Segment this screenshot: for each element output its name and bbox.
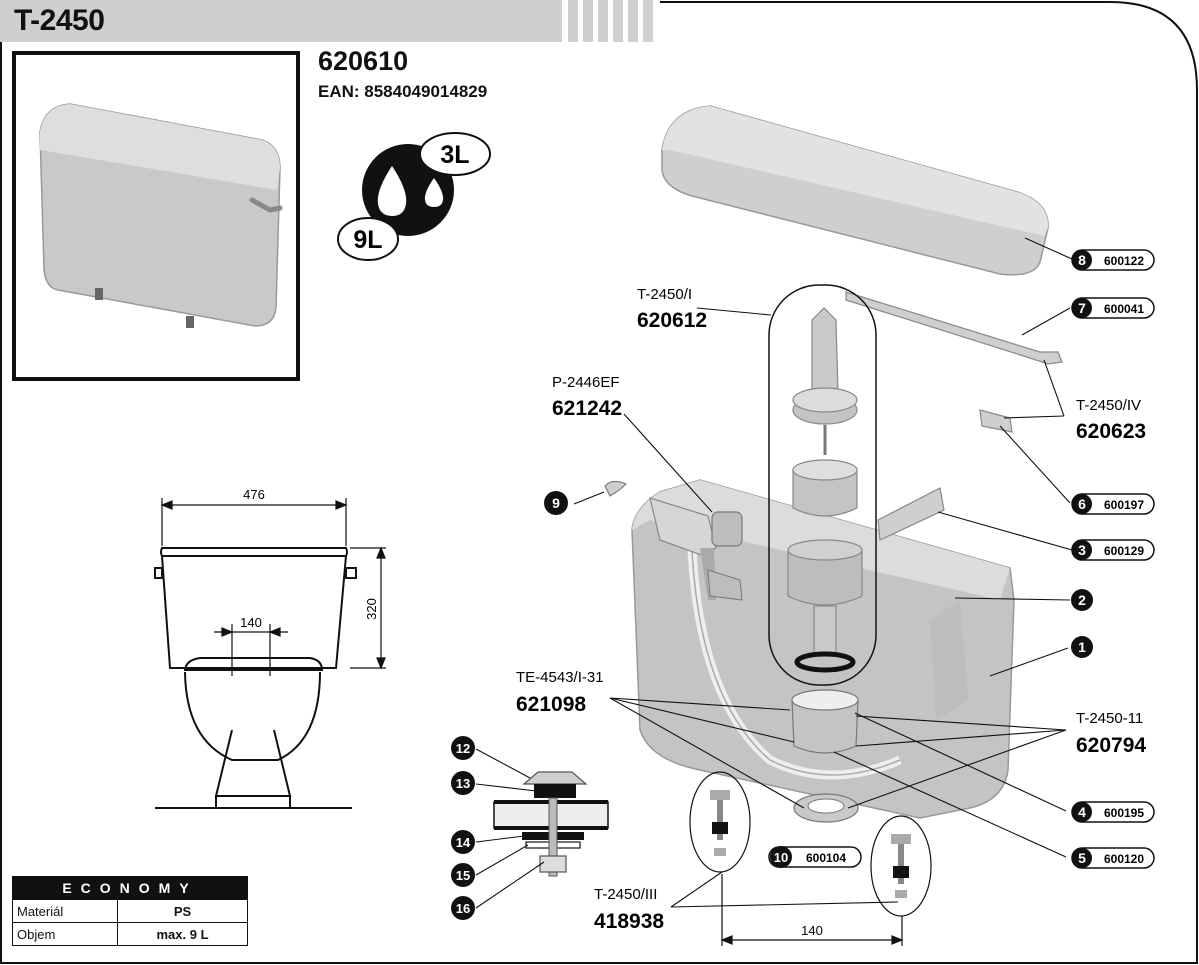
svg-text:600104: 600104: [806, 851, 846, 865]
svg-text:14: 14: [456, 835, 471, 850]
svg-text:600041: 600041: [1104, 302, 1144, 316]
dim-width: 476: [243, 487, 265, 502]
callout-4: 4 600195: [1071, 801, 1155, 823]
spec-value: PS: [117, 899, 248, 923]
svg-text:10: 10: [774, 850, 788, 865]
bolts-group-code: 418938: [594, 910, 664, 933]
callout-13: 13: [451, 771, 475, 795]
dual-flush-icon: 3L 9L: [337, 132, 491, 261]
dim-bottom: [720, 874, 904, 946]
svg-text:15: 15: [456, 868, 470, 883]
spec-label: Objem: [12, 922, 118, 946]
svg-text:2: 2: [1078, 592, 1086, 608]
svg-text:4: 4: [1078, 804, 1086, 820]
svg-text:7: 7: [1078, 300, 1086, 316]
svg-text:12: 12: [456, 741, 470, 756]
callout-15: 15: [451, 863, 475, 887]
callout-5: 5 600120: [1071, 847, 1155, 869]
product-ean: EAN: 8584049014829: [318, 82, 488, 101]
svg-text:13: 13: [456, 776, 470, 791]
callout-14: 14: [451, 830, 475, 854]
tank-lid: [661, 105, 1049, 276]
callout-10: 10 600104: [768, 846, 862, 868]
callout-16: 16: [451, 896, 475, 920]
outlet-nut: [793, 793, 859, 823]
spec-header: ECONOMY: [12, 876, 248, 900]
flush-lever: [845, 291, 1063, 365]
svg-text:9: 9: [552, 495, 560, 511]
inlet-valve: [649, 497, 743, 601]
dim-spacing-top: 140: [240, 615, 262, 630]
outlet-seat: [791, 689, 859, 754]
page-title: T-2450: [14, 4, 105, 37]
callout-6: 6 600197: [1071, 493, 1155, 515]
outlet-group-label: TE-4543/I-31: [516, 669, 604, 686]
seat-group-code: 620794: [1076, 734, 1146, 757]
svg-text:16: 16: [456, 901, 470, 916]
svg-text:6: 6: [1078, 496, 1086, 512]
svg-text:600122: 600122: [1104, 254, 1144, 268]
svg-text:3: 3: [1078, 542, 1086, 558]
lever-group-code: 620623: [1076, 420, 1146, 443]
spec-row: Objem max. 9 L: [12, 922, 248, 946]
bolt-set-left: [689, 771, 751, 873]
bolts-group-label: T-2450/III: [594, 886, 657, 903]
bolt-set-right: [870, 815, 932, 917]
callout-8: 8 600122: [1071, 249, 1155, 271]
lever-group-label: T-2450/IV: [1076, 397, 1141, 414]
title-bar: T-2450: [0, 0, 660, 42]
spec-value: max. 9 L: [117, 922, 248, 946]
ring-part: [604, 480, 628, 497]
svg-text:600120: 600120: [1104, 852, 1144, 866]
spec-row: Materiál PS: [12, 899, 248, 923]
svg-text:1: 1: [1078, 639, 1086, 655]
valve-group-code: 620612: [637, 309, 707, 332]
svg-text:5: 5: [1078, 850, 1086, 866]
svg-text:600197: 600197: [1104, 498, 1144, 512]
lever-clip: [979, 409, 1013, 433]
callout-3: 3 600129: [1071, 539, 1155, 561]
flush-valve-assembly: [768, 284, 877, 686]
svg-text:600195: 600195: [1104, 806, 1144, 820]
svg-text:600129: 600129: [1104, 544, 1144, 558]
callout-2: 2: [1071, 589, 1093, 611]
flush-small-label: 3L: [440, 141, 469, 169]
dim-height: 320: [364, 598, 379, 620]
title-bar-bg: [0, 0, 653, 42]
callout-1: 1: [1071, 636, 1093, 658]
spec-label: Materiál: [12, 899, 118, 923]
dim-spacing-bottom: 140: [801, 923, 823, 938]
callout-7: 7 600041: [1071, 297, 1155, 319]
product-code: 620610: [318, 46, 409, 76]
bolt-section: [493, 771, 609, 877]
flush-large-label: 9L: [353, 226, 382, 254]
product-photo: [12, 51, 300, 381]
dimension-drawing: [154, 498, 386, 809]
callout-12: 12: [451, 736, 475, 760]
inlet-group-code: 621242: [552, 397, 622, 420]
spec-table: ECONOMY Materiál PS Objem max. 9 L: [12, 876, 248, 946]
valve-group-label: T-2450/I: [637, 286, 692, 303]
seat-group-label: T-2450-11: [1076, 710, 1143, 727]
svg-text:8: 8: [1078, 252, 1086, 268]
callout-9: 9: [544, 491, 568, 515]
leader-lines: [475, 237, 1073, 909]
outlet-group-code: 621098: [516, 693, 586, 716]
inlet-group-label: P-2446EF: [552, 374, 620, 391]
